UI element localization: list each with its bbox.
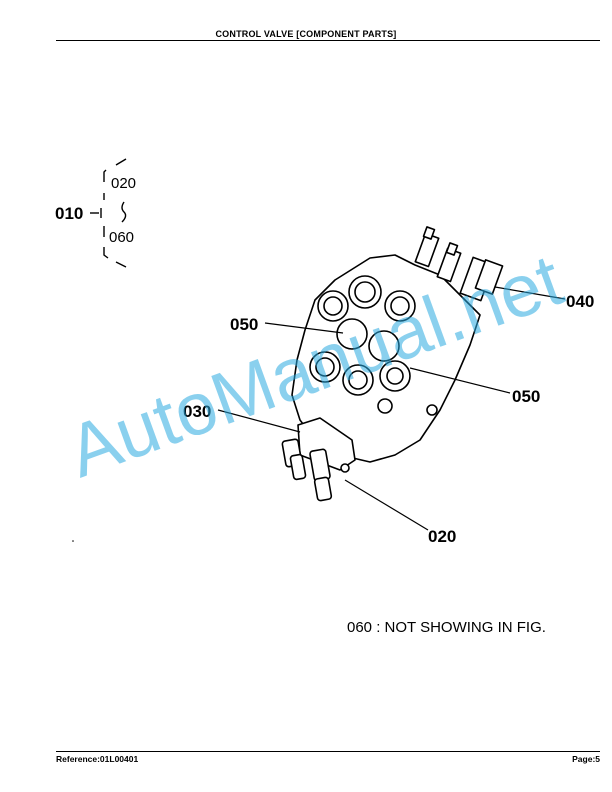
stray-dot [72,540,74,542]
callout-020-list: 020 [111,175,136,192]
callout-020: 020 [428,527,456,546]
leader-lines [217,286,566,531]
callout-030: 030 [183,402,211,421]
page-number: Page:5 [572,754,600,764]
bracket-010-group [90,158,127,268]
callout-050-left: 050 [230,315,258,334]
callout-040: 040 [566,292,594,311]
callout-010: 010 [55,204,83,223]
reference-code: Reference:01L00401 [56,754,139,764]
page-title: CONTROL VALVE [COMPONENT PARTS] [215,29,397,39]
callout-060-list: 060 [109,229,134,246]
valve-body [281,226,504,502]
header-rule [56,40,600,41]
callout-050-right: 050 [512,387,540,406]
figure-note: 060 : NOT SHOWING IN FIG. [347,619,546,636]
footer-rule [56,751,600,752]
